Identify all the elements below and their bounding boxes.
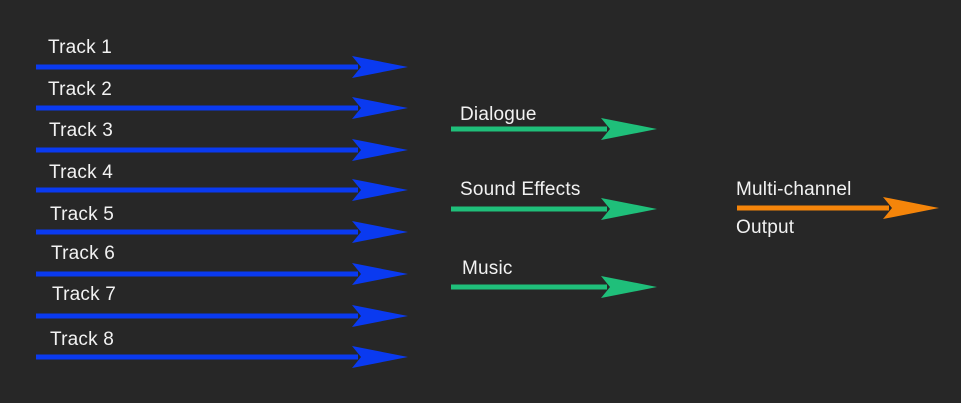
track-3-label: Track 3 bbox=[49, 120, 114, 141]
track-1-arrow bbox=[36, 56, 408, 78]
track-6-arrow bbox=[36, 263, 408, 285]
stem-music-arrow bbox=[451, 276, 657, 298]
track-4-label: Track 4 bbox=[49, 162, 114, 183]
output-arrow bbox=[737, 197, 939, 219]
track-8-label: Track 8 bbox=[50, 329, 115, 350]
track-6-label: Track 6 bbox=[51, 243, 116, 264]
track-7-arrow bbox=[36, 305, 408, 327]
output-label-line1: Multi-channel bbox=[736, 179, 852, 200]
track-2-label: Track 2 bbox=[48, 79, 113, 100]
track-3-arrow bbox=[36, 139, 408, 161]
track-2-arrow bbox=[36, 97, 408, 119]
stem-sound-effects-arrow bbox=[451, 198, 657, 220]
stem-sound-effects-label: Sound Effects bbox=[460, 179, 581, 200]
track-5-label: Track 5 bbox=[50, 204, 115, 225]
stem-dialogue-arrow bbox=[451, 118, 657, 140]
track-4-arrow bbox=[36, 179, 408, 201]
track-5-arrow bbox=[36, 221, 408, 243]
stem-music-label: Music bbox=[462, 258, 513, 279]
track-1-label: Track 1 bbox=[48, 37, 113, 58]
stem-dialogue-label: Dialogue bbox=[460, 104, 537, 125]
track-7-label: Track 7 bbox=[52, 284, 117, 305]
output-label-line2: Output bbox=[736, 217, 795, 238]
track-8-arrow bbox=[36, 346, 408, 368]
